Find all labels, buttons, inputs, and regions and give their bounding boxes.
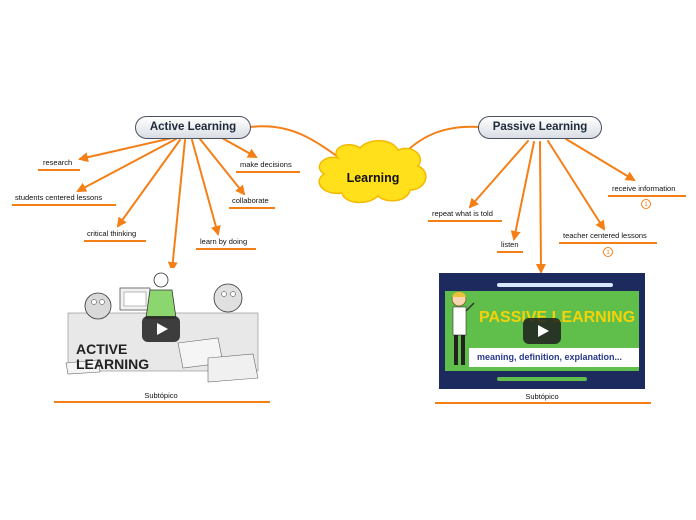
leaf-underline: [608, 195, 686, 197]
leaf-learn-by-doing[interactable]: learn by doing: [200, 237, 248, 246]
passive-video-subtitle: meaning, definition, explanation...: [477, 352, 623, 362]
center-label: Learning: [346, 171, 400, 185]
leaf-underline: [236, 171, 300, 173]
caption-underline: [54, 401, 270, 403]
video-top-bar: [497, 283, 613, 287]
leaf-underline: [12, 204, 116, 206]
play-button-icon[interactable]: [142, 316, 180, 342]
video-bottom-bar: [497, 377, 587, 381]
connector-make-decisions: [221, 137, 258, 158]
leaf-underline: [229, 207, 275, 209]
active-learning-node[interactable]: Active Learning: [135, 116, 251, 139]
leaf-receive-information[interactable]: receive information: [612, 184, 676, 193]
active-learning-video[interactable]: ACTIVE LEARNING: [58, 268, 264, 389]
connector-repeat: [468, 140, 529, 209]
leaf-collaborate[interactable]: collaborate: [232, 196, 269, 205]
active-video-caption: Subtópico: [144, 391, 178, 400]
caption-underline: [435, 402, 651, 404]
connector-active-video: [167, 139, 186, 272]
leaf-underline: [84, 240, 146, 242]
passive-learning-node[interactable]: Passive Learning: [478, 116, 602, 139]
leaf-listen[interactable]: listen: [501, 240, 519, 249]
leaf-underline: [38, 169, 80, 171]
active-video-text-line1: ACTIVE: [76, 341, 128, 357]
connector-research: [78, 137, 173, 163]
priority-1-icon: 1: [603, 247, 613, 257]
video-illustration: [65, 272, 259, 383]
leaf-repeat-what-is-told[interactable]: repeat what is told: [432, 209, 493, 218]
passive-video-caption: Subtópico: [525, 392, 559, 401]
leaf-make-decisions[interactable]: make decisions: [240, 160, 292, 169]
passive-video-title: PASSIVE LEARNING: [479, 309, 636, 326]
priority-1-icon: 1: [641, 199, 651, 209]
connectors: [76, 125, 636, 274]
play-button-icon[interactable]: [523, 318, 561, 344]
connector-critical-thinking: [116, 139, 181, 228]
leaf-underline: [196, 248, 256, 250]
leaf-critical-thinking[interactable]: critical thinking: [87, 229, 137, 238]
active-video-text-line2: LEARNING: [76, 356, 150, 372]
leaf-underline: [559, 242, 657, 244]
connector-passive-video: [535, 141, 546, 274]
passive-learning-video[interactable]: PASSIVE LEARNING meaning, definition, ex…: [439, 273, 645, 389]
center-cloud[interactable]: [318, 140, 427, 204]
connector-students-centered: [76, 138, 177, 192]
leaf-teacher-centered-lessons[interactable]: teacher centered lessons: [563, 231, 647, 240]
passive-video-subtitle-bar: [469, 348, 639, 367]
connector-learn-by-doing: [191, 139, 221, 236]
leaf-students-centered-lessons[interactable]: students centered lessons: [15, 193, 103, 202]
leaf-underline: [428, 220, 502, 222]
connector-listen: [510, 141, 535, 241]
leaf-underline: [497, 251, 523, 253]
presenter-figure: [451, 291, 475, 365]
connector-teacher-centered: [547, 140, 606, 231]
connector-collaborate: [199, 138, 246, 196]
connector-receive-info: [565, 138, 636, 182]
leaf-research[interactable]: research: [43, 158, 73, 167]
